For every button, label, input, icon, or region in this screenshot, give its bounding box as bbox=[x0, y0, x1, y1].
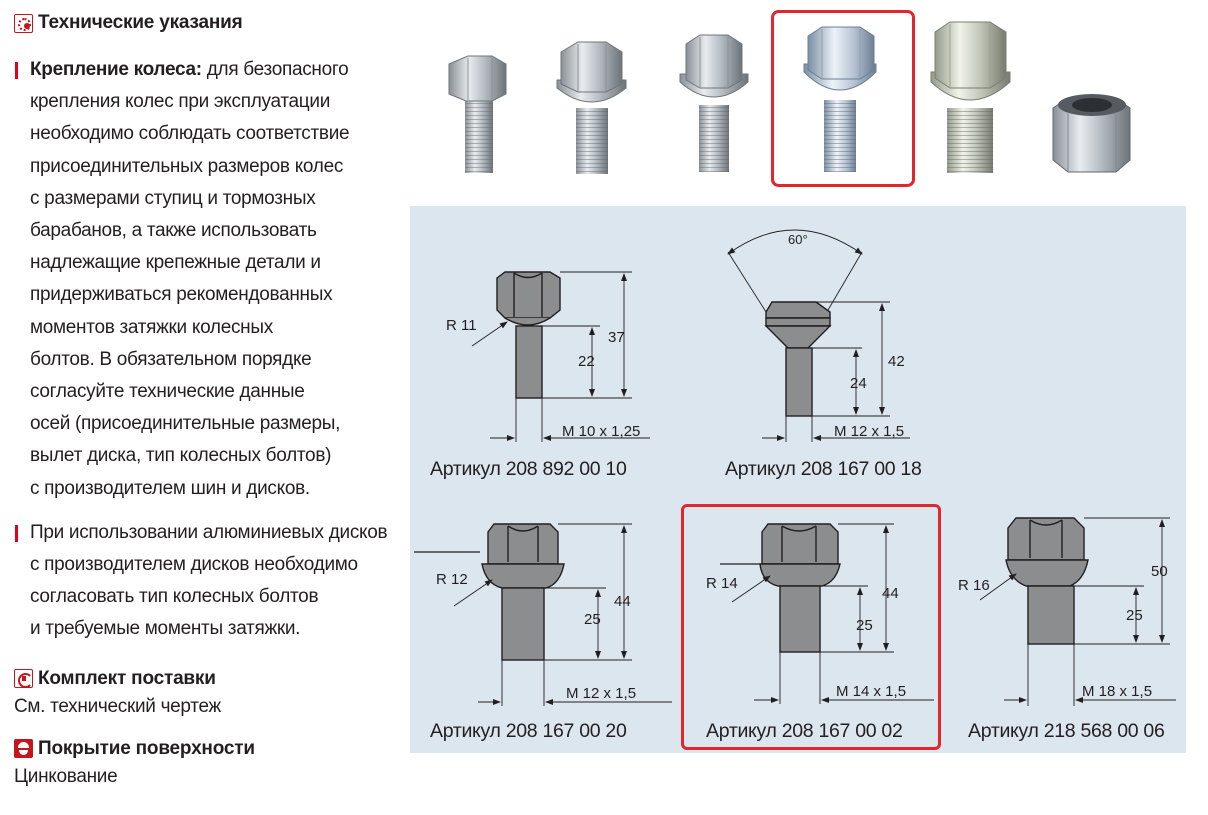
drawing3-total: 44 bbox=[614, 593, 631, 610]
photo-bolt-1 bbox=[448, 55, 507, 173]
drawing5-thread-len: 25 bbox=[1126, 607, 1143, 624]
drawing4-thread-len: 25 bbox=[856, 617, 873, 634]
coating-icon bbox=[14, 739, 33, 759]
drawing2-total: 42 bbox=[888, 353, 905, 370]
drawing5-radius: R 16 bbox=[958, 577, 990, 594]
photo-bolt-2 bbox=[556, 41, 627, 174]
drawing1-radius: R 11 bbox=[446, 317, 477, 334]
drawing-highlight-frame bbox=[681, 504, 941, 750]
technical-section-title: Технические указания bbox=[14, 10, 399, 36]
gear-icon bbox=[14, 13, 33, 33]
article-218-568-00-06: Артикул 218 568 00 06 bbox=[968, 720, 1165, 742]
photo-nut bbox=[1052, 94, 1131, 173]
drawing1-thread-len: 22 bbox=[578, 353, 595, 370]
photo-bolt-5 bbox=[930, 21, 1011, 173]
wheel-mounting-paragraph: Крепление колеса: для безопасного крепле… bbox=[14, 54, 399, 505]
delivery-kit-icon bbox=[14, 669, 33, 689]
drawing-208-167-00-02 bbox=[720, 523, 934, 704]
drawing2-angle: 60° bbox=[788, 232, 808, 247]
technical-drawings-panel: R 11 37 22 M 10 x 1,25 60° 42 24 M 12 x … bbox=[410, 206, 1186, 753]
aluminium-rims-paragraph: При использовании алюминиевых дисков с п… bbox=[14, 517, 399, 646]
drawing2-thread-len: 24 bbox=[850, 375, 867, 392]
drawing1-thread: M 10 x 1,25 bbox=[562, 423, 640, 440]
drawing4-thread: M 14 x 1,5 bbox=[836, 683, 906, 700]
delivery-text: См. технический чертеж bbox=[14, 695, 221, 717]
drawing-218-568-00-06 bbox=[979, 517, 1176, 706]
article-208-167-00-20: Артикул 208 167 00 20 bbox=[430, 720, 627, 742]
drawing4-radius: R 14 bbox=[706, 575, 738, 592]
photo-bolt-3 bbox=[679, 34, 749, 172]
delivery-section-title: Комплект поставки bbox=[14, 666, 399, 692]
photo-highlight-frame bbox=[771, 10, 915, 187]
drawing1-total: 37 bbox=[608, 329, 625, 346]
drawing3-thread: M 12 x 1,5 bbox=[566, 685, 636, 702]
left-text-column: Технические указания Крепление колеса: д… bbox=[14, 10, 399, 792]
drawing5-total: 50 bbox=[1151, 563, 1168, 580]
drawing4-total: 44 bbox=[882, 585, 899, 602]
drawing2-thread: M 12 x 1,5 bbox=[834, 423, 904, 440]
wheel-mounting-label: Крепление колеса: bbox=[30, 59, 202, 80]
drawing3-radius: R 12 bbox=[436, 571, 468, 588]
coating-section-title: Покрытие поверхности bbox=[14, 736, 399, 762]
drawing-208-892-00-10 bbox=[471, 271, 650, 442]
drawings-svg: R 11 37 22 M 10 x 1,25 60° 42 24 M 12 x … bbox=[414, 229, 1176, 706]
coating-text: Цинкование bbox=[14, 765, 118, 787]
photo-bolt-4 bbox=[803, 26, 877, 172]
drawing3-thread-len: 25 bbox=[584, 611, 601, 628]
drawing-208-167-00-18 bbox=[727, 229, 910, 442]
article-208-167-00-02: Артикул 208 167 00 02 bbox=[706, 720, 903, 742]
product-photos bbox=[448, 10, 1131, 187]
article-208-892-00-10: Артикул 208 892 00 10 bbox=[430, 458, 627, 480]
drawing5-thread: M 18 x 1,5 bbox=[1082, 683, 1152, 700]
drawing-208-167-00-20 bbox=[414, 523, 672, 706]
article-208-167-00-18: Артикул 208 167 00 18 bbox=[725, 458, 922, 480]
